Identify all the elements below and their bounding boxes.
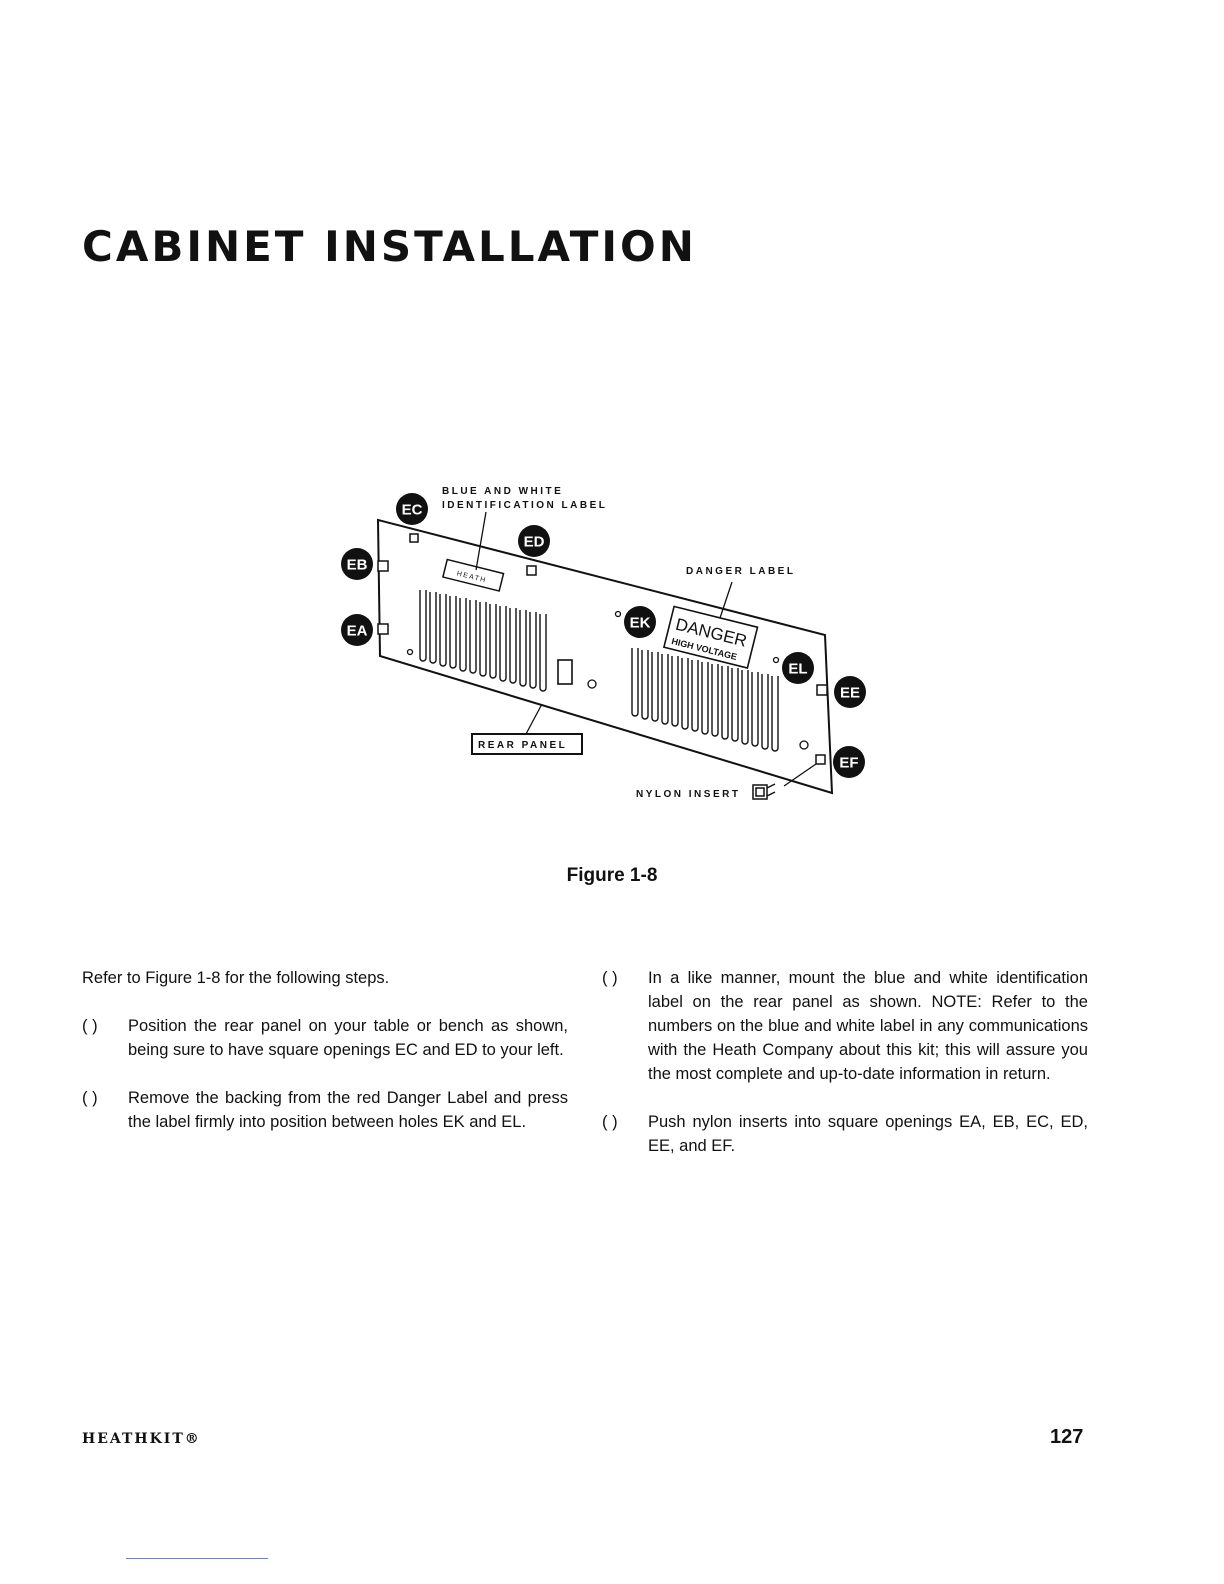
step-checkbox[interactable]: ( ) (602, 1113, 618, 1131)
code-ed: ED (524, 534, 545, 551)
blue-white-label-callout-line2: IDENTIFICATION LABEL (442, 500, 607, 511)
code-badge-ea: EA (341, 614, 373, 646)
square-openings (377, 533, 828, 765)
left-vent-louvers (419, 590, 547, 692)
code-badge-ed: ED (518, 525, 550, 557)
code-ea: EA (347, 623, 368, 640)
nylon-insert-detail (752, 783, 776, 800)
code-ec: EC (402, 502, 423, 519)
code-badge-ek: EK (624, 606, 656, 638)
code-ek: EK (630, 615, 651, 632)
panel-rect-opening (557, 659, 573, 685)
step-id-label: ( ) In a like manner, mount the blue and… (602, 966, 1088, 1086)
step-checkbox[interactable]: ( ) (82, 1017, 98, 1035)
left-column: Refer to Figure 1-8 for the following st… (82, 966, 568, 1158)
rear-panel-figure: HEATH DANGER HIGH VOLTAGE BLUE AND WHITE… (330, 478, 890, 808)
step-nylon-inserts: ( ) Push nylon inserts into square openi… (602, 1110, 1088, 1158)
small-holes (406, 610, 809, 750)
rear-panel-diagram: HEATH DANGER HIGH VOLTAGE BLUE AND WHITE… (341, 486, 866, 800)
page-title: CABINET INSTALLATION (82, 222, 697, 271)
blue-white-label-callout-line1: BLUE AND WHITE (442, 486, 563, 497)
step-text: Remove the backing from the red Danger L… (128, 1089, 568, 1131)
nylon-insert-callout: NYLON INSERT (636, 789, 740, 800)
code-badge-ec: EC (396, 493, 428, 525)
code-eb: EB (347, 557, 368, 574)
code-badge-eb: EB (341, 548, 373, 580)
step-checkbox[interactable]: ( ) (82, 1089, 98, 1107)
footer-brand-logo: HEATHKIT® (82, 1431, 201, 1447)
step-danger-label: ( ) Remove the backing from the red Dang… (82, 1086, 568, 1134)
rear-panel-callout-box (471, 733, 583, 755)
right-column: ( ) In a like manner, mount the blue and… (602, 966, 1088, 1182)
step-text: Push nylon inserts into square openings … (648, 1113, 1088, 1155)
code-ee: EE (840, 685, 860, 702)
code-el: EL (788, 661, 807, 678)
code-badge-ef: EF (833, 746, 865, 778)
code-badge-el: EL (782, 652, 814, 684)
rear-panel-callout: REAR PANEL (478, 740, 567, 751)
step-checkbox[interactable]: ( ) (602, 969, 618, 987)
step-text: Position the rear panel on your table or… (128, 1017, 568, 1059)
right-vent-louvers (631, 648, 779, 752)
intro-text: Refer to Figure 1-8 for the following st… (82, 969, 390, 987)
bottom-rule (126, 1558, 268, 1559)
page-number: 127 (1050, 1426, 1084, 1448)
code-badge-ee: EE (834, 676, 866, 708)
figure-caption: Figure 1-8 (566, 865, 658, 886)
code-ef: EF (839, 755, 858, 772)
danger-label-callout: DANGER LABEL (686, 566, 795, 577)
id-label-sticker: HEATH (441, 558, 505, 592)
leader-lines (475, 511, 817, 787)
step-text: In a like manner, mount the blue and whi… (648, 969, 1088, 1083)
step-position-panel: ( ) Position the rear panel on your tabl… (82, 1014, 568, 1062)
